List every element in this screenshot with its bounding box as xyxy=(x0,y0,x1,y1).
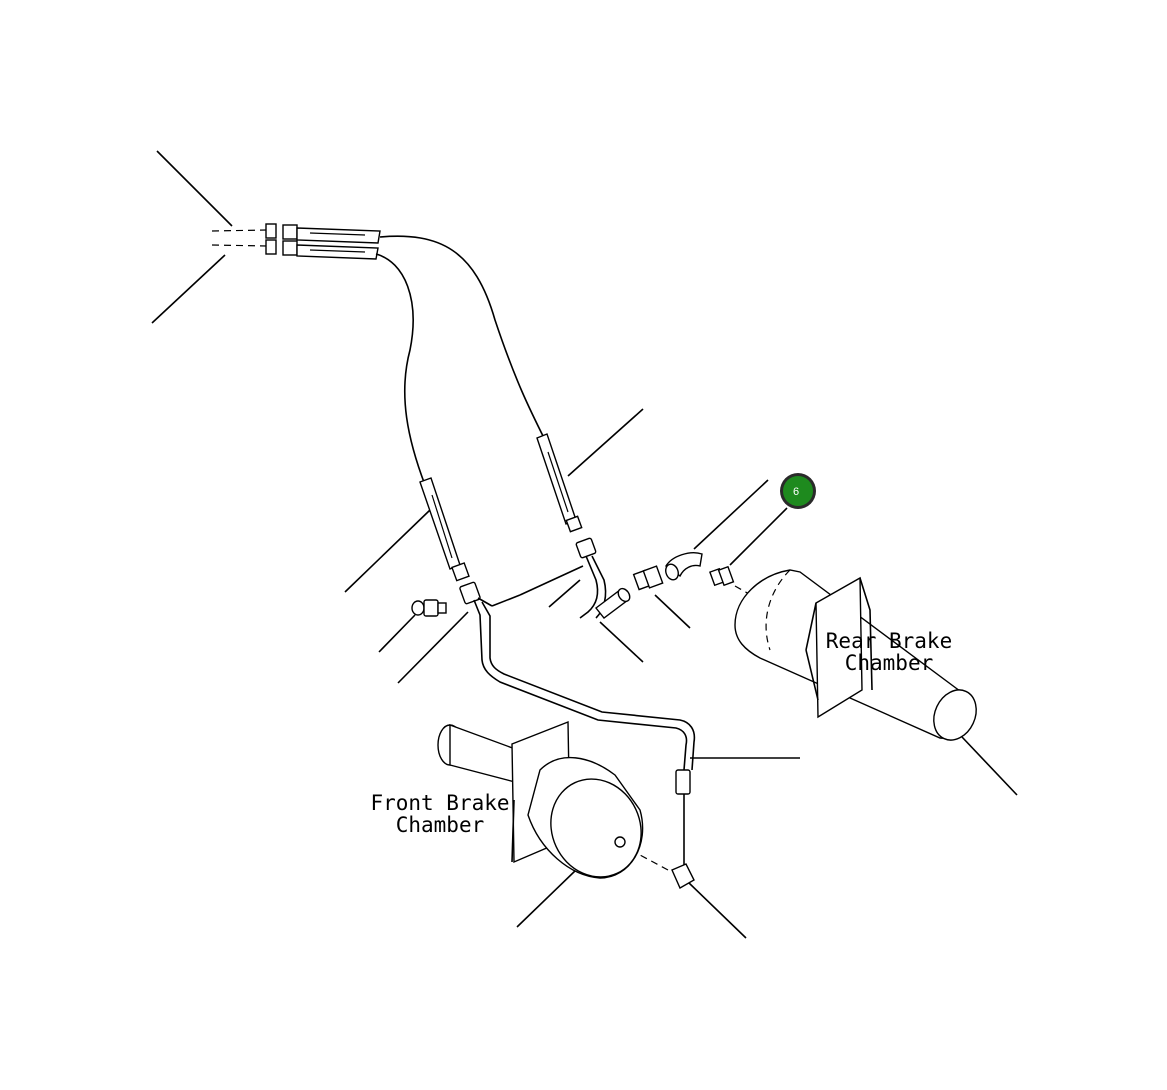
rear-brake-chamber-label: Rear Brake Chamber xyxy=(826,629,952,675)
rear-label-line-1: Rear Brake xyxy=(826,629,952,653)
upper-hose-fittings xyxy=(211,223,381,260)
hose-lines xyxy=(375,235,546,486)
rigid-tube xyxy=(473,599,696,889)
rear-brake-chamber xyxy=(734,569,977,741)
leader-lines xyxy=(151,150,1018,939)
callout-circle[interactable] xyxy=(783,476,813,506)
front-label-line-2: Chamber xyxy=(396,813,485,837)
callout-marker[interactable]: 6 xyxy=(780,473,816,509)
front-brake-chamber-label: Front Brake Chamber xyxy=(370,791,509,837)
rear-label-line-2: Chamber xyxy=(845,651,934,675)
callout-number: 6 xyxy=(793,486,799,498)
rear-fittings xyxy=(632,552,766,604)
front-brake-chamber xyxy=(437,720,644,879)
right-tee-assembly xyxy=(491,537,631,619)
mid-hose-sleeves xyxy=(419,433,583,582)
left-tee-assembly xyxy=(411,581,493,617)
front-label-line-1: Front Brake xyxy=(370,791,509,815)
